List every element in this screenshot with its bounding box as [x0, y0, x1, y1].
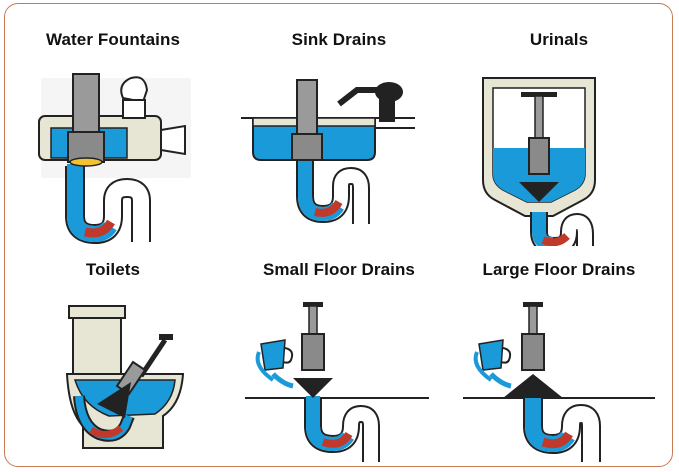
- diagram-frame: Water Fountains Sink Drains: [4, 3, 673, 467]
- panel-label: Large Floor Drains: [482, 260, 636, 279]
- panel-small-floor-drains: Small Floor Drains: [239, 260, 439, 470]
- panel-label: Sink Drains: [291, 30, 387, 49]
- panel-urinals: Urinals: [459, 30, 659, 246]
- panel-label: Toilets: [85, 260, 141, 279]
- panel-label: Small Floor Drains: [262, 260, 415, 279]
- panel-sink-drains: Sink Drains: [239, 30, 439, 240]
- panel-label: Water Fountains: [45, 30, 181, 49]
- panel-toilets: Toilets: [13, 260, 213, 470]
- panel-large-floor-drains: Large Floor Drains: [459, 260, 659, 470]
- urinal-plunger-illustration-icon: [482, 77, 596, 246]
- panel-water-fountains: Water Fountains: [13, 30, 213, 245]
- panel-label: Urinals: [529, 30, 589, 49]
- small-floor-drain-plunger-illustration-icon: [245, 302, 429, 462]
- toilet-plunger-illustration-icon: [65, 305, 185, 449]
- sink-drain-plunger-illustration-icon: [241, 79, 415, 224]
- water-fountain-plunger-illustration-icon: [38, 73, 191, 245]
- large-floor-drain-plunger-illustration-icon: [463, 302, 655, 462]
